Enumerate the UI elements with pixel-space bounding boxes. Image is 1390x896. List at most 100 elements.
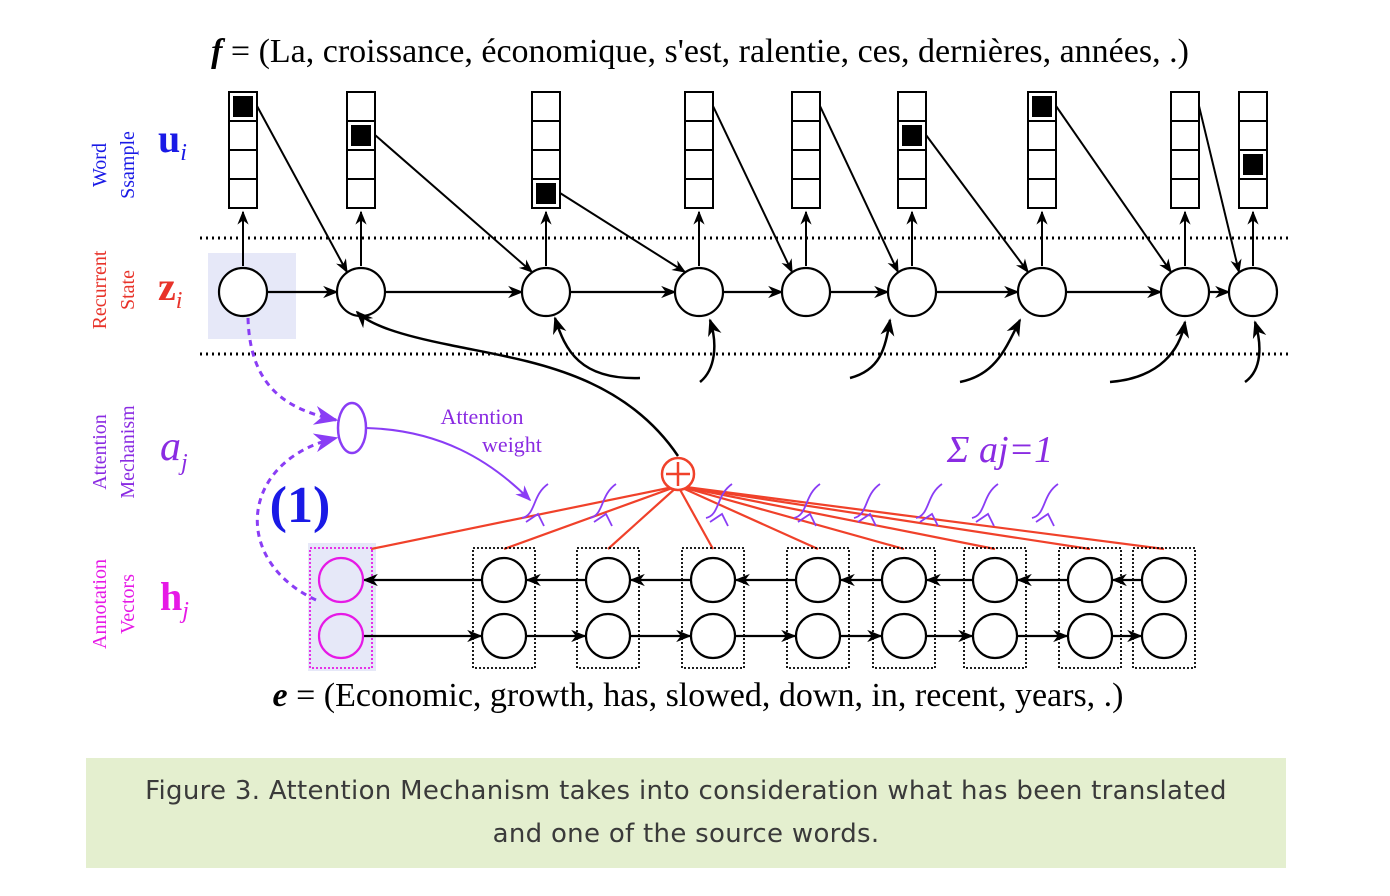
weight-hook — [705, 483, 733, 519]
sum-line — [607, 485, 679, 550]
word-sample-cell — [791, 120, 821, 151]
attention-weight-label-2: weight — [482, 432, 542, 457]
target-sentence-words: = (La, croissance, économique, s'est, ra… — [231, 33, 1189, 70]
forward-state — [971, 612, 1019, 660]
weight-hooks — [521, 483, 1059, 527]
backward-state — [1140, 556, 1188, 604]
word-sample-cell — [346, 91, 376, 122]
word-sample-selected — [902, 125, 922, 146]
attention-mechanism — [246, 317, 532, 602]
target-sentence: f = (La, croissance, économique, s'est, … — [211, 33, 1189, 70]
symbol-h: hj — [160, 574, 189, 624]
weight-hook-tip — [857, 512, 877, 527]
word-sample-cell — [684, 120, 714, 151]
word-sample-selected — [1243, 154, 1263, 175]
annotation-box — [576, 547, 640, 669]
word-sample-cell — [531, 91, 561, 122]
forward-state — [317, 612, 365, 660]
word-sample-cell — [346, 149, 376, 180]
feedback-arrow — [559, 192, 687, 273]
word-sample-cell — [1238, 178, 1268, 209]
row-label-annotation-line1: Annotation — [89, 559, 111, 649]
word-sample-cell — [1238, 91, 1268, 122]
word-sample-cell — [1170, 178, 1200, 209]
context-curve-6 — [1109, 320, 1190, 384]
forward-state — [880, 612, 928, 660]
context-curve-5 — [959, 318, 1022, 384]
row-labels: Word Ssample Recurrent State Attention M… — [89, 131, 139, 649]
source-sentence-symbol: e — [273, 677, 288, 714]
state-node — [217, 266, 269, 318]
state-node — [335, 266, 387, 318]
forward-state — [584, 612, 632, 660]
backward-state — [971, 556, 1019, 604]
attention-input-from-annotation — [255, 433, 339, 602]
symbol-z: zi — [158, 264, 182, 314]
word-sample-selected — [233, 96, 253, 117]
word-sample-selected — [351, 125, 371, 146]
forward-state — [794, 612, 842, 660]
state-node — [1159, 266, 1211, 318]
feedback-arrow — [1198, 105, 1242, 274]
word-sample-cell — [684, 91, 714, 122]
word-sample-cell — [897, 149, 927, 180]
weight-hook-tip — [525, 512, 545, 527]
attention-input-from-state — [246, 317, 339, 425]
word-sample-cell — [1170, 120, 1200, 151]
feedback-arrow — [925, 134, 1029, 274]
sum-constraint: Σ aj=1 — [946, 429, 1053, 471]
backward-state — [584, 556, 632, 604]
word-sample-cell — [228, 178, 258, 209]
sum-line — [677, 484, 905, 551]
sum-node — [660, 456, 696, 492]
word-sample-cell — [1027, 149, 1057, 180]
row-label-attention-line2: Mechanism — [117, 405, 139, 499]
backward-state — [794, 556, 842, 604]
row-label-attention-line1: Attention — [89, 414, 111, 490]
context-curve-4 — [849, 318, 895, 380]
weight-hook-tip — [975, 512, 995, 527]
row-label-word-line1: Word — [89, 143, 111, 187]
attention-weight-path — [365, 427, 532, 502]
annotation-box — [309, 547, 373, 669]
backward-state — [1066, 556, 1114, 604]
attention-diagram: f = (La, croissance, économique, s'est, … — [89, 33, 1288, 714]
weight-hook-tip — [593, 512, 613, 527]
weight-hook — [589, 483, 617, 519]
word-sample-cell — [897, 178, 927, 209]
annotation-box — [786, 547, 850, 669]
weight-hook-tip — [1035, 512, 1055, 527]
context-curve-2 — [553, 316, 641, 380]
row-label-recurrent-line1: Recurrent — [89, 250, 111, 329]
backward-state — [480, 556, 528, 604]
weight-hook — [521, 483, 549, 519]
annotation-box — [472, 547, 536, 669]
state-node — [520, 266, 572, 318]
annotation-box — [1058, 547, 1122, 669]
annotation-box — [872, 547, 936, 669]
weight-hook — [793, 483, 821, 519]
word-sample-selected — [1032, 96, 1052, 117]
weight-hook — [915, 483, 943, 519]
weight-hook — [971, 483, 999, 519]
backward-state — [317, 556, 365, 604]
feedback-arrow — [256, 105, 348, 274]
word-sample-cell — [897, 91, 927, 122]
state-node — [673, 266, 725, 318]
caption-line-2: and one of the source words. — [492, 819, 880, 849]
word-sample-cell — [791, 178, 821, 209]
row-label-word-line2: Ssample — [117, 131, 139, 199]
state-node — [1227, 266, 1279, 318]
sum-line — [677, 484, 1165, 551]
annotation-box — [963, 547, 1027, 669]
weight-hook — [853, 483, 881, 519]
word-sample-cell — [1238, 120, 1268, 151]
backward-state — [880, 556, 928, 604]
word-sample-cell — [684, 178, 714, 209]
step-marker: (1) — [270, 477, 331, 534]
sum-lines — [370, 484, 1165, 551]
forward-state — [1066, 612, 1114, 660]
weight-hook-tip — [919, 512, 939, 527]
forward-state — [480, 612, 528, 660]
word-sample-cell — [791, 91, 821, 122]
